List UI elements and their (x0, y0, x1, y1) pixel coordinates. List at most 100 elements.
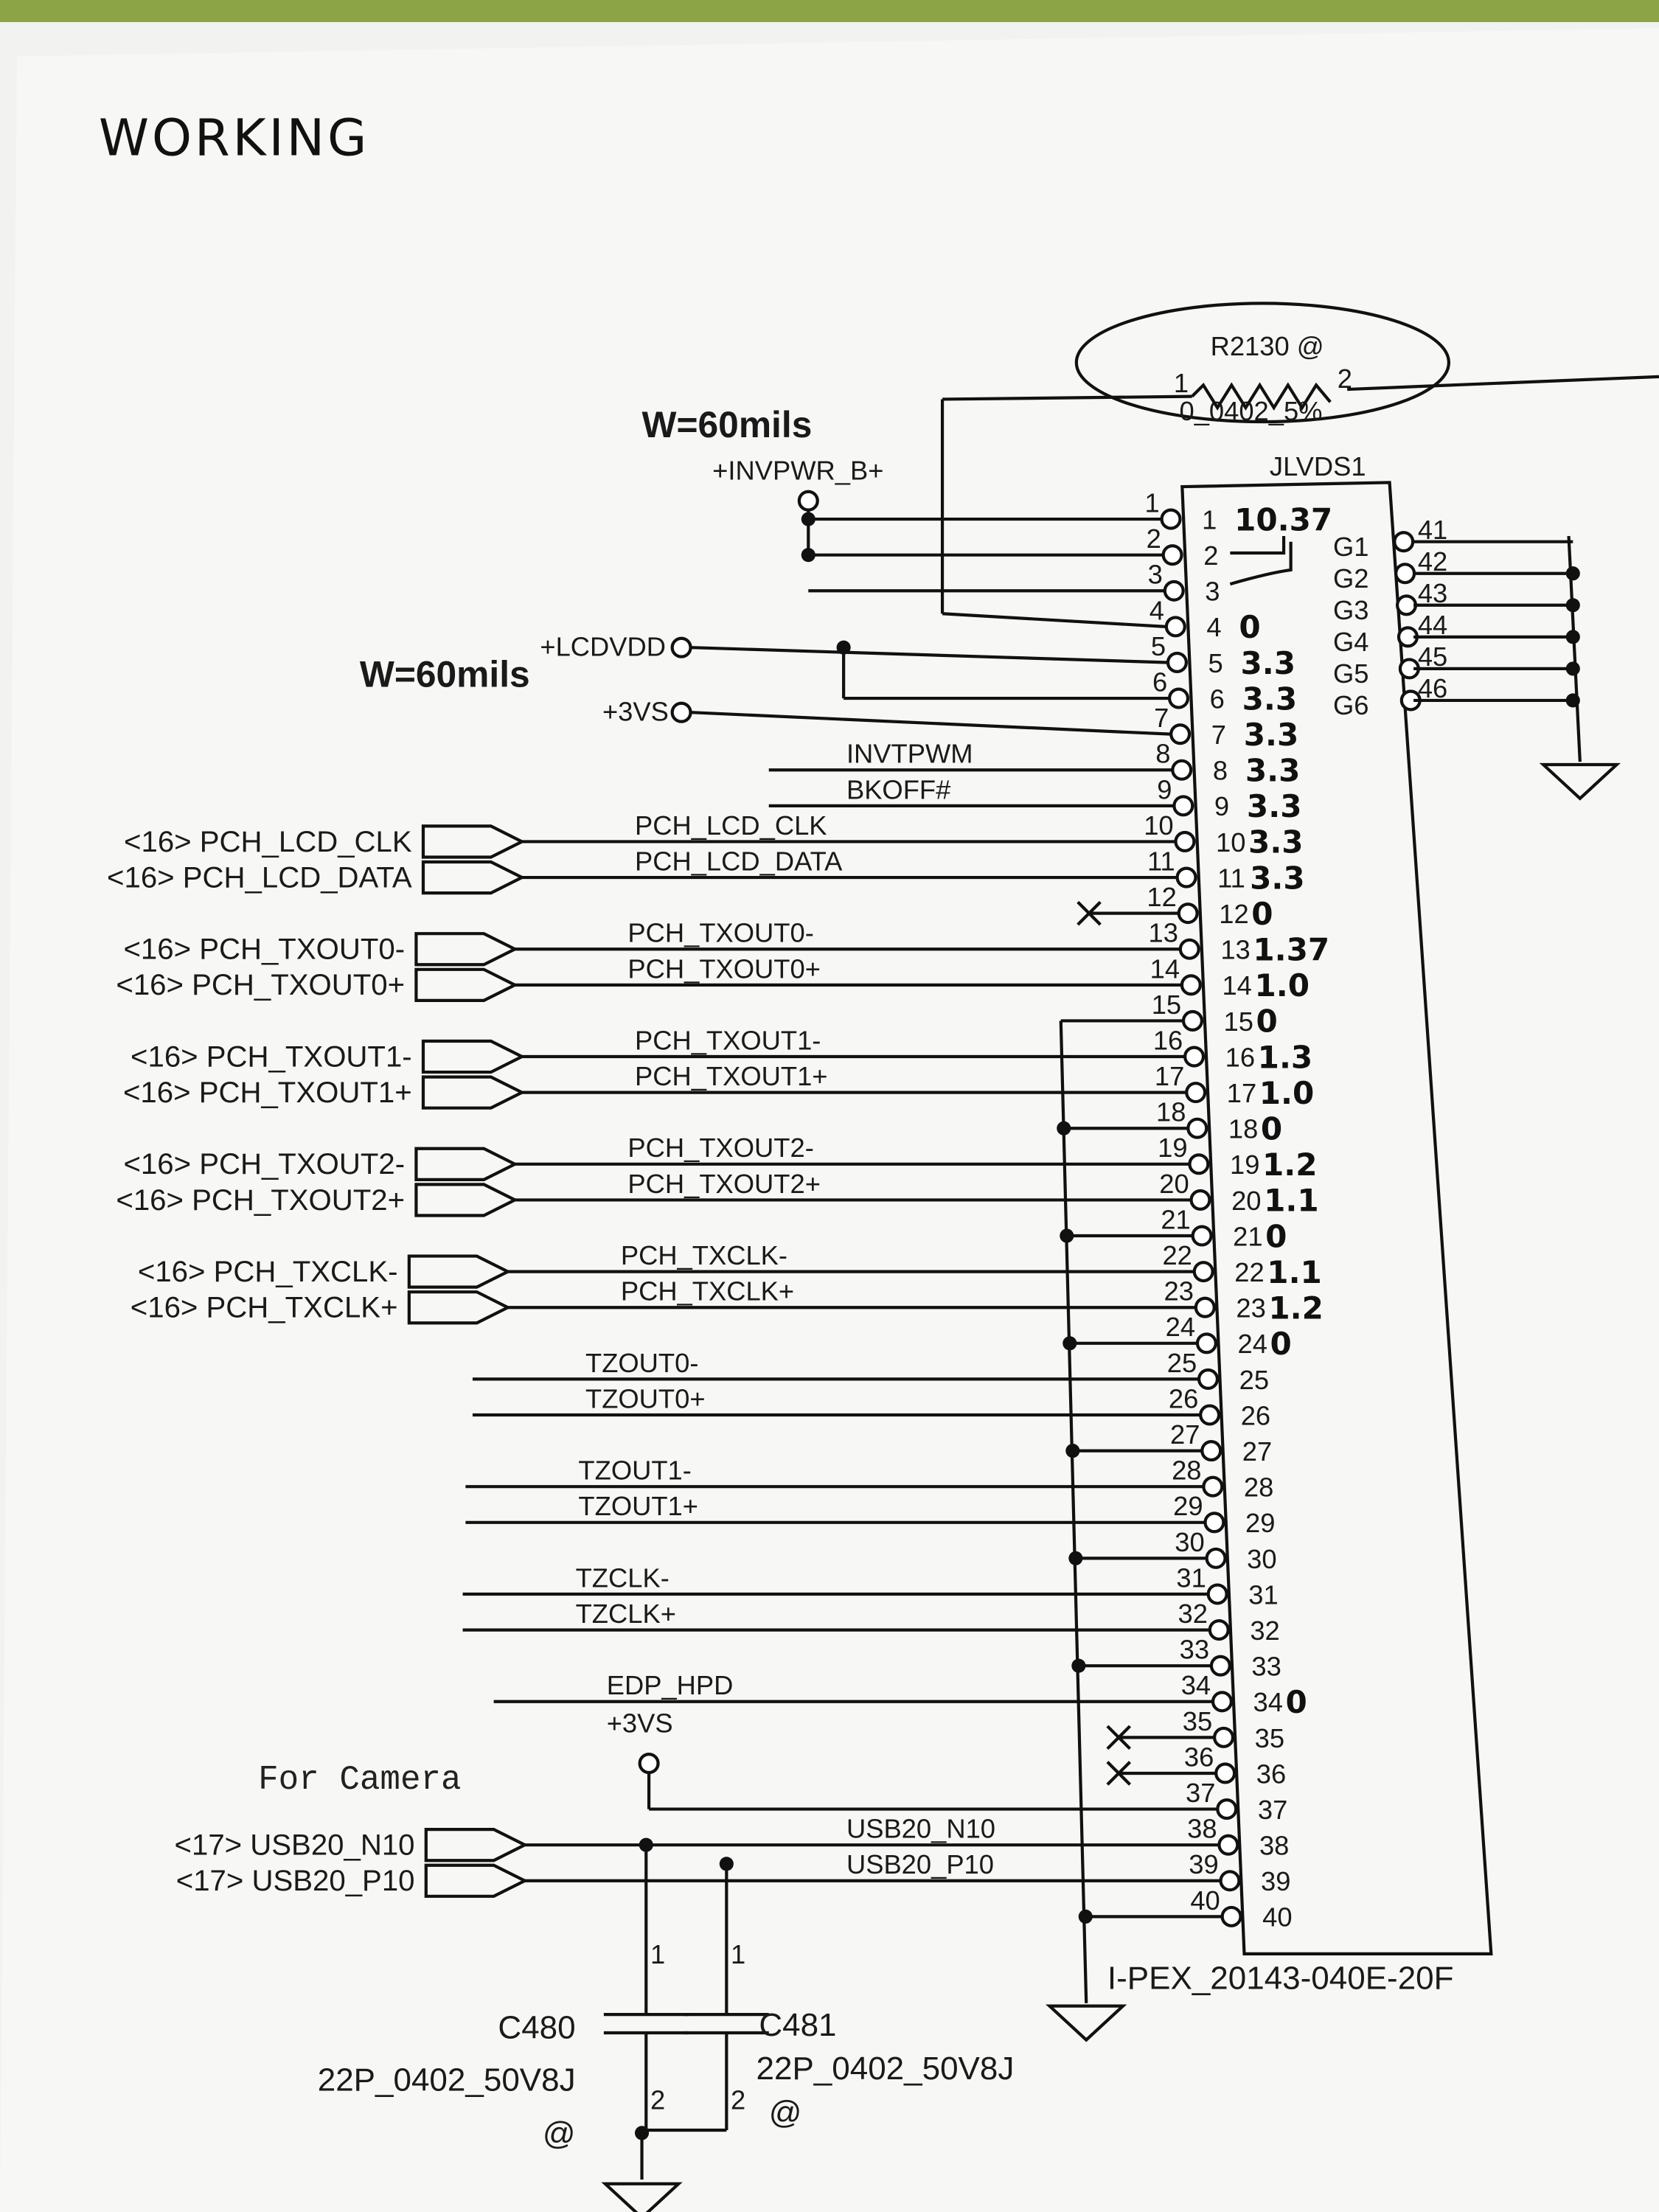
c481-ref: C481 (759, 2007, 836, 2043)
ground-pin-number: 44 (1418, 610, 1447, 640)
pin-number-inner: 3 (1205, 577, 1220, 607)
pin-number-outer: 2 (1147, 524, 1161, 554)
width-note-top: W=60mils (642, 404, 813, 445)
connector-ref: JLVDS1 (1270, 451, 1366, 481)
measured-voltage-pin-20: 1.1 (1264, 1183, 1319, 1219)
pin-1-circle (1160, 508, 1182, 530)
pin-14-circle (1180, 974, 1202, 996)
cap-pin1: 1 (731, 1939, 745, 1969)
offpage-connector-icon (421, 1075, 526, 1110)
resistor-highlight-circle (1074, 302, 1451, 424)
offpage-connector-icon (424, 1863, 529, 1898)
resistor-ref: R2130 @ (1211, 331, 1324, 361)
pin-number-inner: 20 (1231, 1186, 1261, 1216)
pin-6-circle (1167, 687, 1190, 709)
pin-4-circle (1164, 616, 1186, 638)
measured-voltage-pin-22: 1.1 (1267, 1254, 1322, 1290)
pin-39-circle (1219, 1870, 1241, 1892)
net-label: TZCLK- (576, 1562, 669, 1593)
measured-voltage-pin-11: 3.3 (1250, 860, 1305, 896)
pin-number-outer: 10 (1144, 810, 1173, 841)
ground-pin-number: 41 (1418, 515, 1447, 545)
wire (1347, 375, 1659, 392)
pin-9-circle (1172, 795, 1194, 817)
ground-pin-name: G3 (1333, 595, 1368, 625)
pin-number-outer: 8 (1155, 739, 1170, 769)
pin-number-outer: 3 (1148, 560, 1163, 590)
pin-number-outer: 1 (1144, 488, 1159, 518)
measured-voltage-pin-5: 3.3 (1241, 645, 1296, 681)
pin-number-outer: 35 (1183, 1706, 1212, 1736)
offpage-connector-icon (424, 1828, 529, 1863)
handwritten-bracket (1229, 536, 1293, 586)
measured-voltage-pin-24: 0 (1270, 1326, 1292, 1362)
net-label: PCH_LCD_DATA (635, 846, 843, 876)
wire (942, 394, 1192, 401)
measured-voltage-pin-4: 0 (1239, 609, 1260, 645)
pin-7-circle (1169, 723, 1192, 745)
pin-number-outer: 9 (1157, 774, 1172, 804)
pin-number-outer: 20 (1159, 1169, 1189, 1199)
pin-number-inner: 13 (1220, 935, 1250, 965)
resistor-pin2: 2 (1338, 364, 1352, 394)
pin-number-outer: 40 (1190, 1885, 1220, 1916)
pin-19-circle (1188, 1153, 1210, 1175)
working-note: WORKING (99, 108, 369, 167)
connector-body (1180, 481, 1493, 1955)
pin-number-outer: 22 (1162, 1240, 1192, 1270)
wire (691, 646, 1168, 664)
pin-number-outer: 28 (1172, 1455, 1201, 1486)
lcdvdd-port-icon (670, 636, 692, 658)
pin-3-circle (1163, 580, 1185, 602)
pin-number-inner: 19 (1230, 1150, 1259, 1180)
offpage-connector-icon (421, 1039, 526, 1074)
pin-number-inner: 10 (1216, 827, 1245, 858)
offpage-label: <16> PCH_TXCLK+ (131, 1291, 398, 1324)
pin-13-circle (1178, 938, 1200, 960)
pin-number-outer: 27 (1170, 1419, 1200, 1450)
offpage-connector-icon (421, 824, 526, 859)
offpage-label: <16> PCH_TXOUT0- (123, 933, 405, 966)
pin-22-circle (1192, 1261, 1214, 1283)
offpage-label: <17> USB20_N10 (175, 1829, 415, 1862)
measured-voltage-pin-15: 0 (1256, 1004, 1278, 1040)
pin-number-outer: 36 (1184, 1742, 1214, 1772)
offpage-label: <16> PCH_LCD_CLK (124, 825, 412, 858)
wire (691, 711, 1171, 736)
pin-number-inner: 17 (1227, 1078, 1256, 1108)
3vs-label: +3VS (602, 697, 669, 727)
pin-30-circle (1205, 1547, 1227, 1569)
pin-number-inner: 32 (1250, 1615, 1279, 1646)
pin-36-circle (1214, 1762, 1237, 1784)
pin-number-outer: 4 (1150, 595, 1164, 625)
ground-icon (601, 2182, 683, 2212)
net-label: TZOUT1- (578, 1455, 691, 1486)
offpage-label: <16> PCH_TXOUT0+ (116, 968, 405, 1001)
pin-29-circle (1203, 1512, 1225, 1534)
ground-pin-number: 45 (1418, 641, 1447, 672)
net-label: TZOUT0- (585, 1348, 698, 1378)
pin-number-outer: 16 (1153, 1025, 1183, 1055)
junction-dot (1565, 661, 1580, 676)
junction-dot (1565, 566, 1580, 581)
c480-value: 22P_0402_50V8J (318, 2062, 576, 2098)
pin-number-inner: 36 (1256, 1759, 1286, 1789)
pin-number-outer: 7 (1154, 703, 1169, 733)
net-label: PCH_TXOUT1+ (635, 1061, 828, 1091)
measured-voltage-pin-16: 1.3 (1258, 1039, 1313, 1075)
net-label: TZOUT0+ (585, 1383, 706, 1413)
for-camera-note: For Camera (258, 1761, 461, 1799)
measured-voltage-pin-23: 1.2 (1268, 1290, 1324, 1326)
cap-pin2: 2 (731, 2084, 745, 2115)
net-label: PCH_TXCLK+ (621, 1276, 794, 1307)
pin-number-outer: 15 (1152, 990, 1181, 1020)
cap-pin2: 2 (650, 2084, 665, 2115)
measured-voltage-pin-9: 3.3 (1247, 788, 1302, 824)
net-label: PCH_TXOUT0+ (627, 953, 821, 984)
pin-number-outer: 17 (1155, 1061, 1184, 1091)
measured-voltage-pin-1: 10.37 (1234, 501, 1332, 538)
measured-voltage-pin-18: 0 (1261, 1111, 1282, 1147)
resistor-symbol (1191, 382, 1332, 411)
